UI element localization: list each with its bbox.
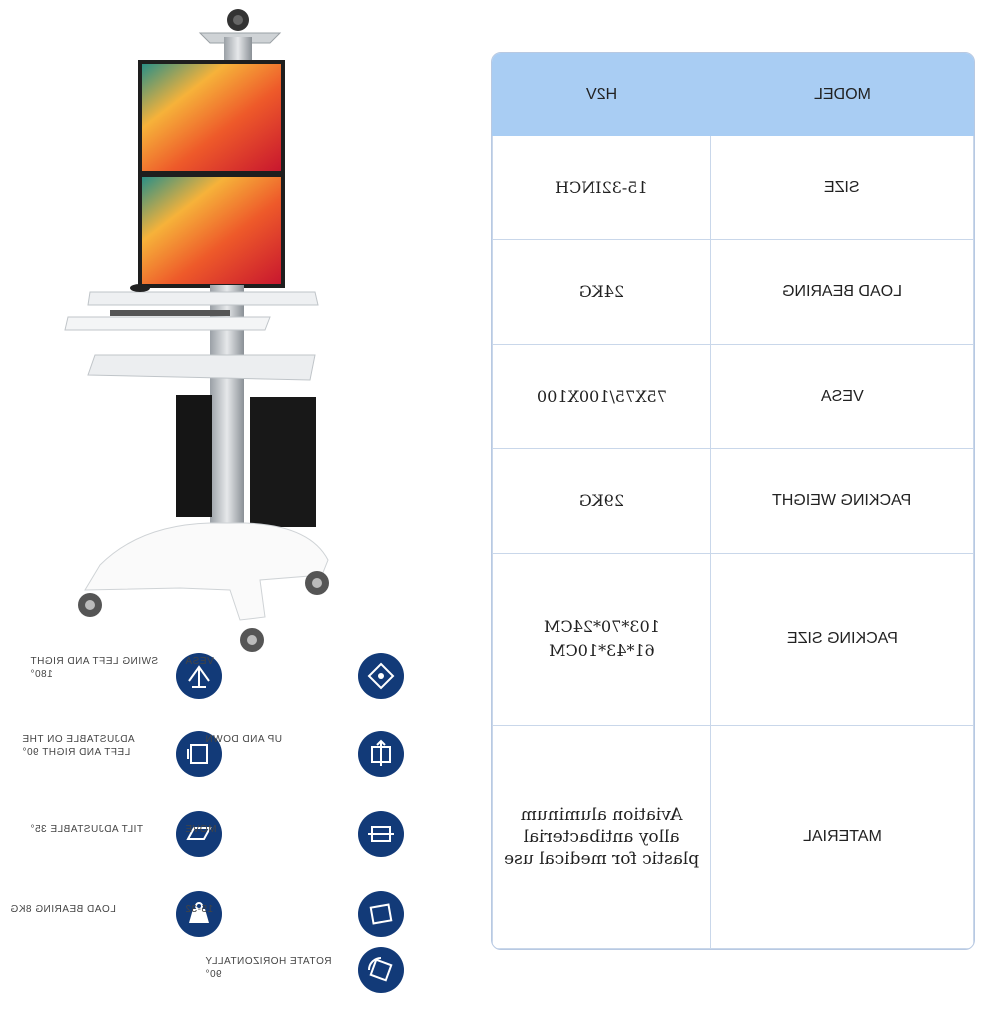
feature-adjust-left-right: ADJUSTABLE ON THE LEFT AND RIGHT 90° bbox=[0, 723, 235, 793]
size-label: SIZE bbox=[824, 178, 860, 196]
vesa-value: 75X75/100X100 bbox=[536, 386, 667, 406]
feature-label: TILT ADJUSTABLE 35° bbox=[30, 824, 143, 835]
load-bearing-label: LOAD BEARING bbox=[781, 283, 903, 301]
rotate-icon bbox=[358, 947, 404, 993]
header-label-cell: MODEL bbox=[710, 53, 974, 136]
up-down-icon bbox=[358, 731, 404, 777]
material-value: Aviation aluminum alloy antibacterial pl… bbox=[503, 804, 700, 869]
value-cell: 24KG bbox=[492, 239, 711, 345]
move-icon bbox=[358, 811, 404, 857]
feature-label: SWING LEFT AND RIGHT 180° bbox=[30, 656, 159, 680]
feature-label: LOAD BEARING 8KG bbox=[10, 904, 116, 915]
tilt-icon bbox=[176, 811, 222, 857]
packing-size-value: 103*70*24CM 61*43*10CM bbox=[543, 617, 660, 661]
packing-weight-label: PACKING WEIGHT bbox=[772, 492, 912, 510]
label-cell: MATERIAL bbox=[710, 724, 974, 949]
header-value-cell: H2V bbox=[492, 53, 711, 136]
packing-weight-value: 29KG bbox=[578, 491, 625, 511]
feature-label: VESA bbox=[185, 656, 214, 667]
swing-icon bbox=[176, 653, 222, 699]
value-cell: 75X75/100X100 bbox=[492, 343, 711, 450]
feature-swing: SWING LEFT AND RIGHT 180° bbox=[0, 645, 235, 715]
label-cell: SIZE bbox=[710, 134, 974, 241]
table-row: 15-32INCH SIZE bbox=[492, 134, 974, 241]
value-cell: Aviation aluminum alloy antibacterial pl… bbox=[492, 724, 711, 949]
feature-rotate: ROTATE HORIZONTALLY 90° bbox=[205, 947, 470, 1017]
table-row: 75X75/100X100 VESA bbox=[492, 343, 974, 450]
size-value: 15-32INCH bbox=[555, 177, 648, 197]
label-cell: PACKING WEIGHT bbox=[710, 448, 974, 554]
monitor-cart-illustration bbox=[64, 9, 329, 652]
feature-label: UP AND DOWN bbox=[205, 734, 282, 745]
feature-screen-size: 15-32 bbox=[185, 883, 470, 953]
vesa-label: VESA bbox=[820, 387, 864, 405]
feature-label: 15-32 bbox=[185, 904, 214, 915]
table-row: 24KG LOAD BEARING bbox=[492, 239, 974, 345]
vesa-icon bbox=[358, 653, 404, 699]
packing-size-label: PACKING SIZE bbox=[786, 630, 898, 648]
adjust-left-right-icon bbox=[176, 731, 222, 777]
label-cell: VESA bbox=[710, 343, 974, 450]
feature-list: SWING LEFT AND RIGHT 180° VESA ADJUSTABL… bbox=[0, 645, 470, 1000]
screen-size-icon bbox=[358, 891, 404, 937]
feature-label: MOVE bbox=[185, 824, 217, 835]
material-label: MATERIAL bbox=[802, 827, 882, 845]
model-label: MODEL bbox=[813, 85, 871, 103]
table-header-row: H2V MODEL bbox=[492, 53, 974, 136]
spec-table: H2V MODEL 15-32INCH SIZE 24KG LOAD BEARI… bbox=[491, 52, 975, 950]
value-cell: 29KG bbox=[492, 448, 711, 554]
label-cell: PACKING SIZE bbox=[710, 552, 974, 726]
feature-label: ROTATE HORIZONTALLY 90° bbox=[205, 956, 332, 980]
feature-tilt: TILT ADJUSTABLE 35° bbox=[0, 803, 235, 873]
feature-move: MOVE bbox=[185, 803, 470, 873]
product-image bbox=[60, 5, 350, 655]
feature-vesa: VESA bbox=[185, 645, 470, 715]
label-cell: LOAD BEARING bbox=[710, 239, 974, 345]
value-cell: 15-32INCH bbox=[492, 134, 711, 241]
table-row: Aviation aluminum alloy antibacterial pl… bbox=[492, 724, 974, 949]
weight-icon bbox=[176, 891, 222, 937]
load-bearing-value: 24KG bbox=[578, 282, 625, 302]
table-row: 103*70*24CM 61*43*10CM PACKING SIZE bbox=[492, 552, 974, 726]
table-row: 29KG PACKING WEIGHT bbox=[492, 448, 974, 554]
feature-load-bearing: LOAD BEARING 8KG bbox=[0, 883, 235, 953]
feature-up-down: UP AND DOWN bbox=[205, 723, 470, 793]
feature-label: ADJUSTABLE ON THE LEFT AND RIGHT 90° bbox=[22, 734, 135, 758]
value-cell: 103*70*24CM 61*43*10CM bbox=[492, 552, 711, 726]
model-name: H2V bbox=[585, 85, 618, 103]
